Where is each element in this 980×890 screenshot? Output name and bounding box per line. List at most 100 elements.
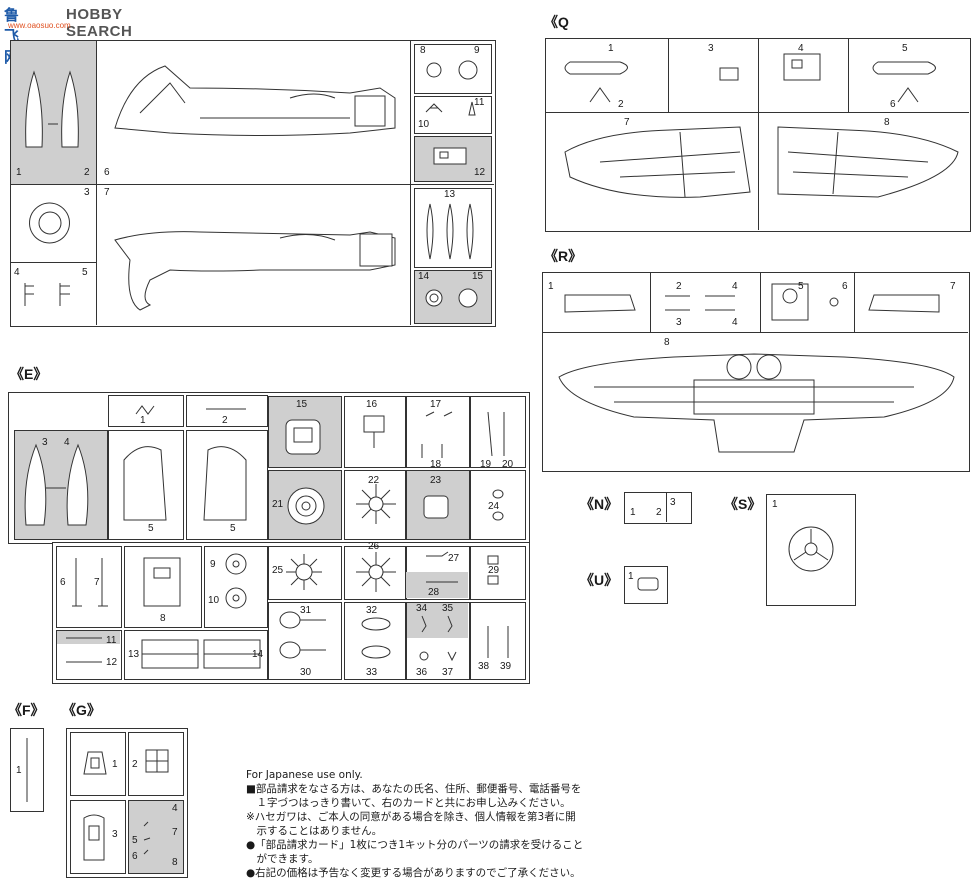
part-number: 6 [842, 281, 848, 292]
part-number: 1 [16, 765, 22, 776]
part-q3 [719, 67, 739, 81]
section-label-r: 《R》 [544, 248, 583, 264]
wing-q7-drawing [564, 126, 751, 198]
part-number: 30 [300, 667, 312, 678]
part-number: 39 [500, 661, 512, 672]
part-number: 5 [902, 43, 908, 54]
tail-e5b [203, 446, 247, 521]
part-number: 15 [472, 271, 484, 282]
part-number: 4 [172, 803, 178, 814]
part-number: 14 [252, 649, 264, 660]
parts-r2-r4 [665, 295, 735, 311]
part-number: 7 [94, 577, 100, 588]
seat-g3 [83, 814, 105, 861]
parts-8-9 [426, 60, 478, 80]
parts-e27-e28 [426, 551, 458, 583]
part-number: 2 [222, 415, 228, 426]
engine-cylinders-e22 [356, 484, 396, 524]
part-number: 2 [132, 759, 138, 770]
part-number: 10 [418, 119, 430, 130]
part-number: 8 [664, 337, 670, 348]
parts-e30-e31 [279, 611, 326, 659]
part-number: 4 [798, 43, 804, 54]
part-number: 6 [132, 851, 138, 862]
parts-e34-e37 [419, 615, 457, 662]
propeller-hub-e25 [286, 554, 322, 590]
part-number: 3 [676, 317, 682, 328]
note-line: ※ハセガワは、ご本人の同意がある場合を除き、個人情報を第3者に開 [246, 811, 576, 823]
part-number: 5 [230, 523, 236, 534]
landing-gear-e6-e7 [72, 558, 108, 607]
part-e29 [487, 555, 499, 585]
note-line: ■部品請求をなさる方は、あなたの氏名、住所、郵便番号、電話番号を [246, 783, 582, 795]
part-number: 3 [670, 497, 676, 508]
note-line: ●右記の価格は予告なく変更する場合がありますのでご了承ください。 [246, 867, 581, 879]
part-number: 11 [106, 635, 117, 646]
part-number: 3 [84, 187, 90, 198]
sprue-n [624, 492, 692, 524]
part-number: 38 [478, 661, 490, 672]
part-number: 12 [106, 657, 118, 668]
fuselage-left-drawing [114, 65, 396, 136]
part-number: 25 [272, 565, 284, 576]
part-number: 9 [474, 45, 480, 56]
note-line: 示することはありません。 [246, 825, 383, 837]
part-number: 6 [60, 577, 66, 588]
drop-tank-drawing [25, 70, 79, 148]
part-number: 28 [428, 587, 440, 598]
part-number: 6 [104, 167, 110, 178]
part-number: 17 [430, 399, 442, 410]
part-number: 3 [708, 43, 714, 54]
part-number: 33 [366, 667, 378, 678]
rods-e19-e20 [487, 411, 505, 457]
part-number: 24 [488, 501, 500, 512]
part-number: 7 [172, 827, 178, 838]
logo-site-url: www.oaosuo.com [8, 21, 71, 30]
part-number: 18 [430, 459, 442, 470]
spinner-s1 [788, 526, 834, 572]
wheels-e9-e10 [225, 553, 247, 609]
logo-english: HOBBY SEARCH [66, 6, 133, 40]
part-number: 31 [300, 605, 312, 616]
section-label-u: 《U》 [580, 572, 619, 588]
part-number: 15 [296, 399, 308, 410]
engine-cylinders-e26 [356, 552, 396, 592]
part-number: 8 [160, 613, 166, 624]
part-q4 [783, 53, 821, 81]
parts-14-15 [425, 288, 478, 308]
part-e1 [135, 405, 155, 415]
part-number: 1 [608, 43, 614, 54]
part-number: 5 [82, 267, 88, 278]
part-number: 1 [140, 415, 146, 426]
part-number: 13 [444, 189, 456, 200]
part-e23 [423, 495, 449, 519]
note-line: １字づつはっきり書いて、右のカードと共にお申し込みください。 [246, 797, 571, 809]
part-number: 23 [430, 475, 442, 486]
part-number: 7 [104, 187, 110, 198]
part-e16 [363, 415, 385, 448]
section-label-g: 《G》 [62, 702, 101, 718]
parts-g4-g8 [143, 821, 151, 855]
part-e2 [206, 408, 246, 410]
section-label-e: 《E》 [10, 366, 48, 382]
part-number: 8 [884, 117, 890, 128]
part-number: 22 [368, 475, 380, 486]
part-number: 7 [950, 281, 956, 292]
part-number: 4 [732, 317, 738, 328]
part-number: 11 [474, 97, 485, 108]
part-number: 4 [732, 281, 738, 292]
decks-e13-e14 [141, 639, 261, 669]
propeller-blades-13 [426, 203, 474, 260]
lower-wing-r8-drawing [558, 353, 955, 453]
part-number: 1 [630, 507, 636, 518]
part-number: 34 [416, 603, 428, 614]
part-number: 7 [624, 117, 630, 128]
ring-part-3 [29, 202, 70, 244]
part-number: 14 [418, 271, 430, 282]
part-number: 3 [112, 829, 118, 840]
engine-e21 [287, 487, 325, 525]
canopy-parts-1-2 [564, 61, 628, 103]
section-label-n: 《N》 [580, 496, 619, 512]
part-number: 36 [416, 667, 428, 678]
bracket-parts-4-5 [24, 283, 70, 306]
